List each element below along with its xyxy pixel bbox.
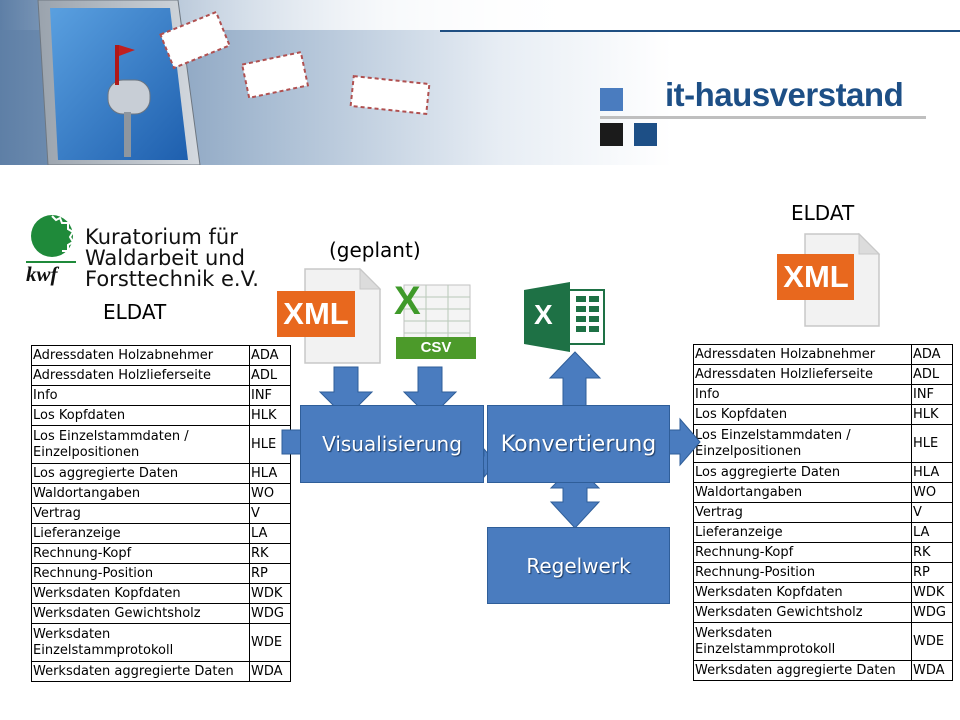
konvertierung-box: Konvertierung <box>487 405 670 483</box>
csv-file-icon: X CSV <box>394 279 476 361</box>
regelwerk-box: Regelwerk <box>487 527 670 604</box>
kwf-logo-icon <box>26 215 76 263</box>
arrow-konvertierung-to-right-table <box>667 417 701 467</box>
segment-code-cell: HLE <box>911 424 953 463</box>
org-name: Kuratorium für Waldarbeit und Forsttechn… <box>85 227 259 290</box>
brand-square-blue-light <box>600 88 623 111</box>
segment-code-cell: ADA <box>249 345 291 366</box>
segment-code-cell: WDK <box>249 583 291 604</box>
excel-icon: X <box>524 282 606 352</box>
banner-line <box>440 30 960 32</box>
right-eldat-label: ELDAT <box>791 201 855 225</box>
segment-name-cell: Los aggregierte Daten <box>31 463 250 484</box>
segment-code-cell: ADA <box>911 344 953 365</box>
excel-icon-letter: X <box>534 299 553 330</box>
segment-name-cell: Adressdaten Holzabnehmer <box>31 345 250 366</box>
brand-underline <box>600 116 926 119</box>
segment-code-cell: ADL <box>911 364 953 385</box>
segment-name-cell: Lieferanzeige <box>693 522 912 543</box>
segment-name-cell: Los Kopfdaten <box>693 404 912 425</box>
segment-code-cell: RK <box>249 543 291 564</box>
segment-name-cell: Adressdaten Holzlieferseite <box>31 365 250 386</box>
regelwerk-label: Regelwerk <box>526 553 631 578</box>
segment-name-cell: Werksdaten Einzelstammprotokoll <box>693 622 912 661</box>
segment-code-cell: WDE <box>911 622 953 661</box>
xml-document-icon: XML <box>277 267 382 365</box>
segment-code-cell: LA <box>911 522 953 543</box>
planned-label: (geplant) <box>329 238 421 262</box>
segment-code-cell: ADL <box>249 365 291 386</box>
segment-name-cell: Los Einzelstammdaten / Einzelpositionen <box>31 425 250 464</box>
segment-code-cell: WDG <box>911 602 953 623</box>
segment-name-cell: Lieferanzeige <box>31 523 250 544</box>
segment-name-cell: Werksdaten Gewichtsholz <box>693 602 912 623</box>
visualisierung-box: Visualisierung <box>300 405 484 483</box>
visualisierung-label: Visualisierung <box>322 432 462 456</box>
segment-name-cell: Los Einzelstammdaten / Einzelpositionen <box>693 424 912 463</box>
segment-name-cell: Werksdaten Einzelstammprotokoll <box>31 623 250 662</box>
csv-excel-letter: X <box>394 279 421 323</box>
segment-name-cell: Werksdaten Gewichtsholz <box>31 603 250 624</box>
org-name-line3: Forsttechnik e.V. <box>85 267 259 291</box>
segment-name-cell: Rechnung-Kopf <box>693 542 912 563</box>
segment-name-cell: Rechnung-Kopf <box>31 543 250 564</box>
brand-square-blue-dark <box>634 123 657 146</box>
segment-code-cell: WO <box>911 482 953 503</box>
org-name-line2: Waldarbeit und <box>85 246 245 270</box>
segment-name-cell: Los Kopfdaten <box>31 405 250 426</box>
arrow-konvertierung-to-excel <box>548 351 602 408</box>
right-xml-document-icon: XML <box>777 232 881 328</box>
xml-icon-label: XML <box>283 296 349 331</box>
header-banner: it-hausverstand <box>0 0 960 165</box>
segment-name-cell: Werksdaten aggregierte Daten <box>31 661 250 682</box>
segment-code-cell: WDE <box>249 623 291 662</box>
segment-code-cell: WDA <box>249 661 291 682</box>
segment-code-cell: HLK <box>249 405 291 426</box>
segment-name-cell: Rechnung-Position <box>693 562 912 583</box>
brand-logo-text: it-hausverstand <box>665 76 904 113</box>
segment-code-cell: WDA <box>911 660 953 681</box>
right-xml-icon-label: XML <box>783 259 849 294</box>
kwf-logo-letters: kwf <box>26 262 58 286</box>
left-eldat-label: ELDAT <box>103 300 167 324</box>
csv-icon-label: CSV <box>420 339 452 356</box>
org-name-line1: Kuratorium für <box>85 225 238 249</box>
monitor-mail-illustration <box>37 0 431 165</box>
brand-square-dark <box>600 123 623 146</box>
segment-code-cell: HLA <box>911 462 953 483</box>
segment-name-cell: Werksdaten aggregierte Daten <box>693 660 912 681</box>
segment-name-cell: Rechnung-Position <box>31 563 250 584</box>
segment-code-cell: INF <box>249 385 291 406</box>
konvertierung-label: Konvertierung <box>500 431 657 457</box>
